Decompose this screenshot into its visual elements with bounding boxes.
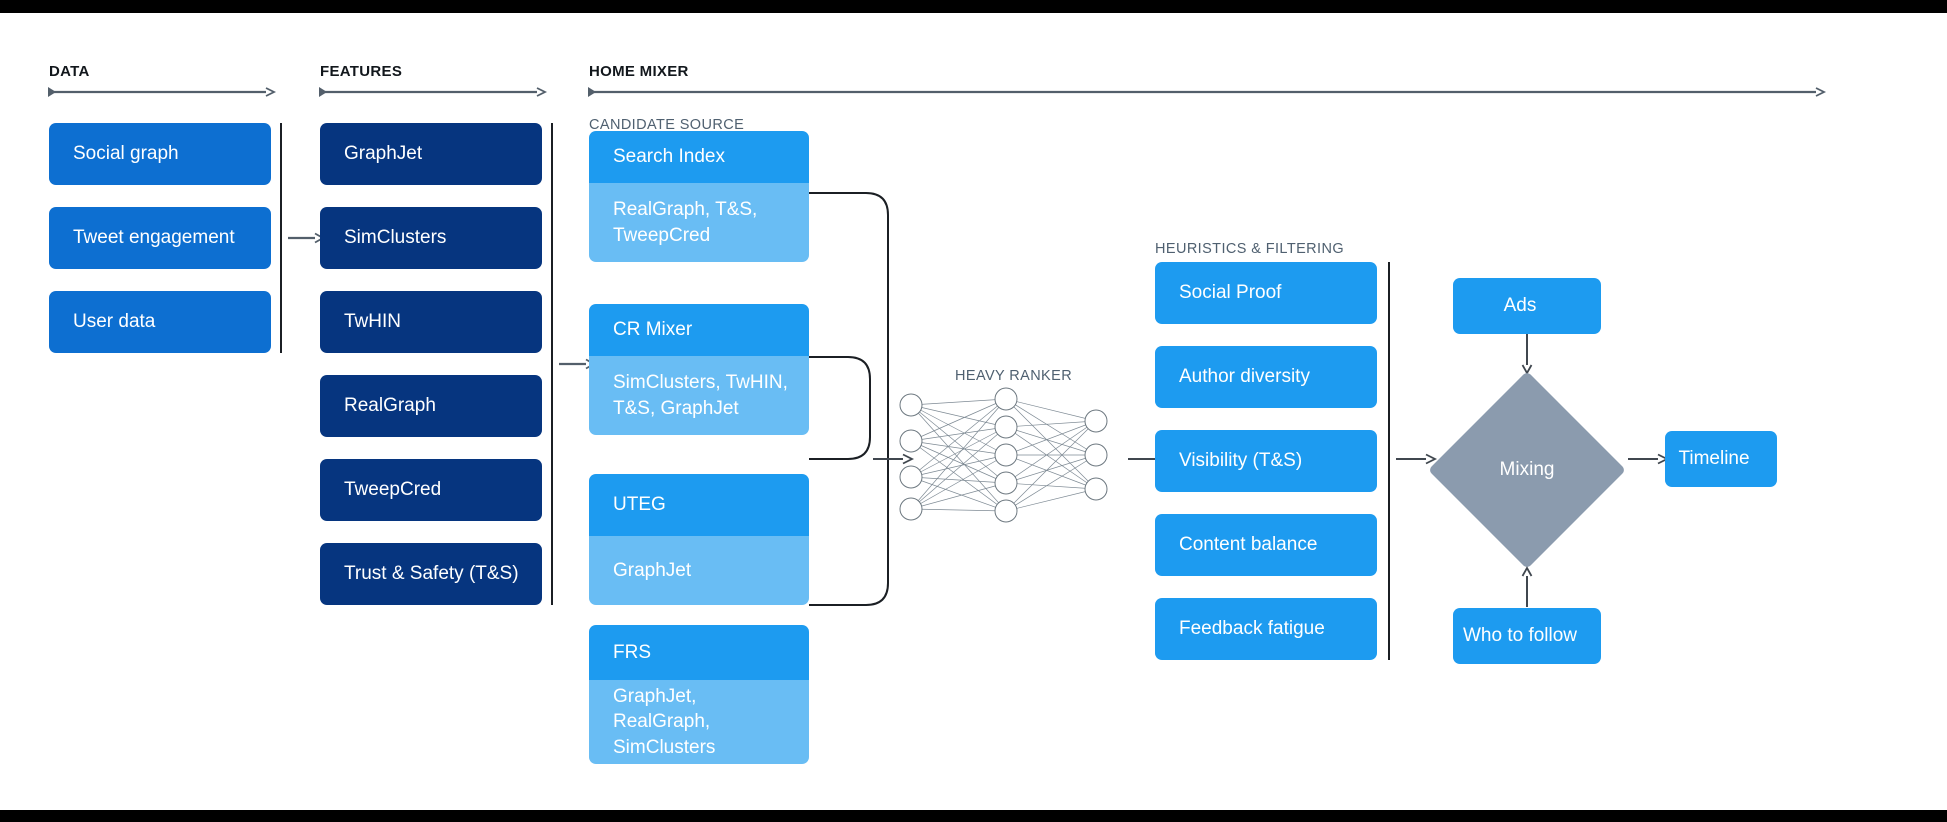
- candidate-source-cr-mixer[interactable]: CR Mixer SimClusters, TwHIN, T&S, GraphJ…: [589, 304, 809, 435]
- feature-box-label: SimClusters: [344, 226, 447, 248]
- heuristic-box-label: Author diversity: [1179, 365, 1310, 387]
- who-to-follow-to-mixing-arrow: [1521, 566, 1533, 607]
- data-box-label: Tweet engagement: [73, 226, 235, 248]
- features-column-divider: [551, 123, 553, 605]
- output-box-label: Timeline: [1678, 447, 1750, 469]
- candidate-source-title: CANDIDATE SOURCE: [589, 117, 745, 133]
- heuristic-box-visibility[interactable]: Visibility (T&S): [1155, 430, 1377, 492]
- data-header-arrow: [48, 87, 277, 97]
- data-box-label: Social graph: [73, 142, 179, 164]
- mixing-diamond[interactable]: Mixing: [1428, 371, 1626, 569]
- feature-box-label: GraphJet: [344, 142, 423, 164]
- candidate-source-search-index[interactable]: Search Index RealGraph, T&S, TweepCred: [589, 131, 809, 262]
- feature-box-label: TweepCred: [344, 478, 442, 500]
- heuristic-box-social-proof[interactable]: Social Proof: [1155, 262, 1377, 324]
- candidate-source-name: UTEG: [589, 474, 809, 536]
- mixing-label: Mixing: [1499, 459, 1555, 480]
- diagram-canvas: DATA FEATURES HOME MIXER CANDIDATE SOURC…: [0, 13, 1947, 810]
- candidate-source-features: RealGraph, T&S, TweepCred: [589, 183, 809, 262]
- feature-box-label: RealGraph: [344, 394, 436, 416]
- feature-box-simclusters[interactable]: SimClusters: [320, 207, 542, 269]
- candidate-source-features: SimClusters, TwHIN, T&S, GraphJet: [589, 356, 809, 435]
- candidate-to-ranker-connectors: [809, 192, 889, 606]
- heuristic-box-label: Visibility (T&S): [1179, 449, 1303, 471]
- heuristic-box-feedback-fatigue[interactable]: Feedback fatigue: [1155, 598, 1377, 660]
- feature-box-twhin[interactable]: TwHIN: [320, 291, 542, 353]
- heuristics-title: HEURISTICS & FILTERING: [1155, 241, 1344, 257]
- data-column-divider: [280, 123, 282, 353]
- letterbox-bottom: [0, 810, 1947, 822]
- heuristic-box-label: Social Proof: [1179, 281, 1282, 303]
- ranker-input-arrow: [873, 453, 915, 465]
- candidate-source-name: FRS: [589, 625, 809, 680]
- data-box-tweet-engagement[interactable]: Tweet engagement: [49, 207, 271, 269]
- mixing-to-timeline-arrow: [1628, 453, 1670, 465]
- features-section-title: FEATURES: [320, 63, 403, 80]
- candidate-source-name: CR Mixer: [589, 304, 809, 356]
- candidate-source-name: Search Index: [589, 131, 809, 183]
- candidate-source-features: GraphJet: [589, 536, 809, 605]
- home-mixer-section-title: HOME MIXER: [589, 63, 689, 80]
- candidate-source-features: GraphJet, RealGraph, SimClusters: [589, 680, 809, 764]
- output-box-label: Who to follow: [1462, 624, 1578, 646]
- features-header-arrow: [319, 87, 548, 97]
- candidate-source-uteg[interactable]: UTEG GraphJet: [589, 474, 809, 605]
- data-box-social-graph[interactable]: Social graph: [49, 123, 271, 185]
- heavy-ranker-network: [899, 387, 1108, 523]
- feature-box-trust-safety[interactable]: Trust & Safety (T&S): [320, 543, 542, 605]
- home-mixer-header-arrow: [588, 87, 1827, 97]
- feature-box-tweepcred[interactable]: TweepCred: [320, 459, 542, 521]
- feature-box-graphjet[interactable]: GraphJet: [320, 123, 542, 185]
- feature-box-realgraph[interactable]: RealGraph: [320, 375, 542, 437]
- heuristic-box-author-diversity[interactable]: Author diversity: [1155, 346, 1377, 408]
- data-box-user-data[interactable]: User data: [49, 291, 271, 353]
- heuristics-column-divider: [1388, 262, 1390, 660]
- heuristic-box-label: Content balance: [1179, 533, 1318, 555]
- letterbox-top: [0, 0, 1947, 13]
- data-to-features-arrow: [288, 232, 325, 244]
- output-box-ads[interactable]: Ads: [1453, 278, 1601, 334]
- data-section-title: DATA: [49, 63, 90, 80]
- output-box-timeline[interactable]: Timeline: [1665, 431, 1777, 487]
- data-box-label: User data: [73, 310, 156, 332]
- output-box-who-to-follow[interactable]: Who to follow: [1453, 608, 1601, 664]
- candidate-source-frs[interactable]: FRS GraphJet, RealGraph, SimClusters: [589, 625, 809, 764]
- heuristics-to-mixing-arrow: [1396, 453, 1438, 465]
- feature-box-label: Trust & Safety (T&S): [344, 562, 519, 584]
- heuristic-box-content-balance[interactable]: Content balance: [1155, 514, 1377, 576]
- heuristic-box-label: Feedback fatigue: [1179, 617, 1325, 639]
- feature-box-label: TwHIN: [344, 310, 401, 332]
- heavy-ranker-title: HEAVY RANKER: [955, 368, 1073, 384]
- ads-to-mixing-arrow: [1521, 334, 1533, 375]
- output-box-label: Ads: [1503, 294, 1537, 316]
